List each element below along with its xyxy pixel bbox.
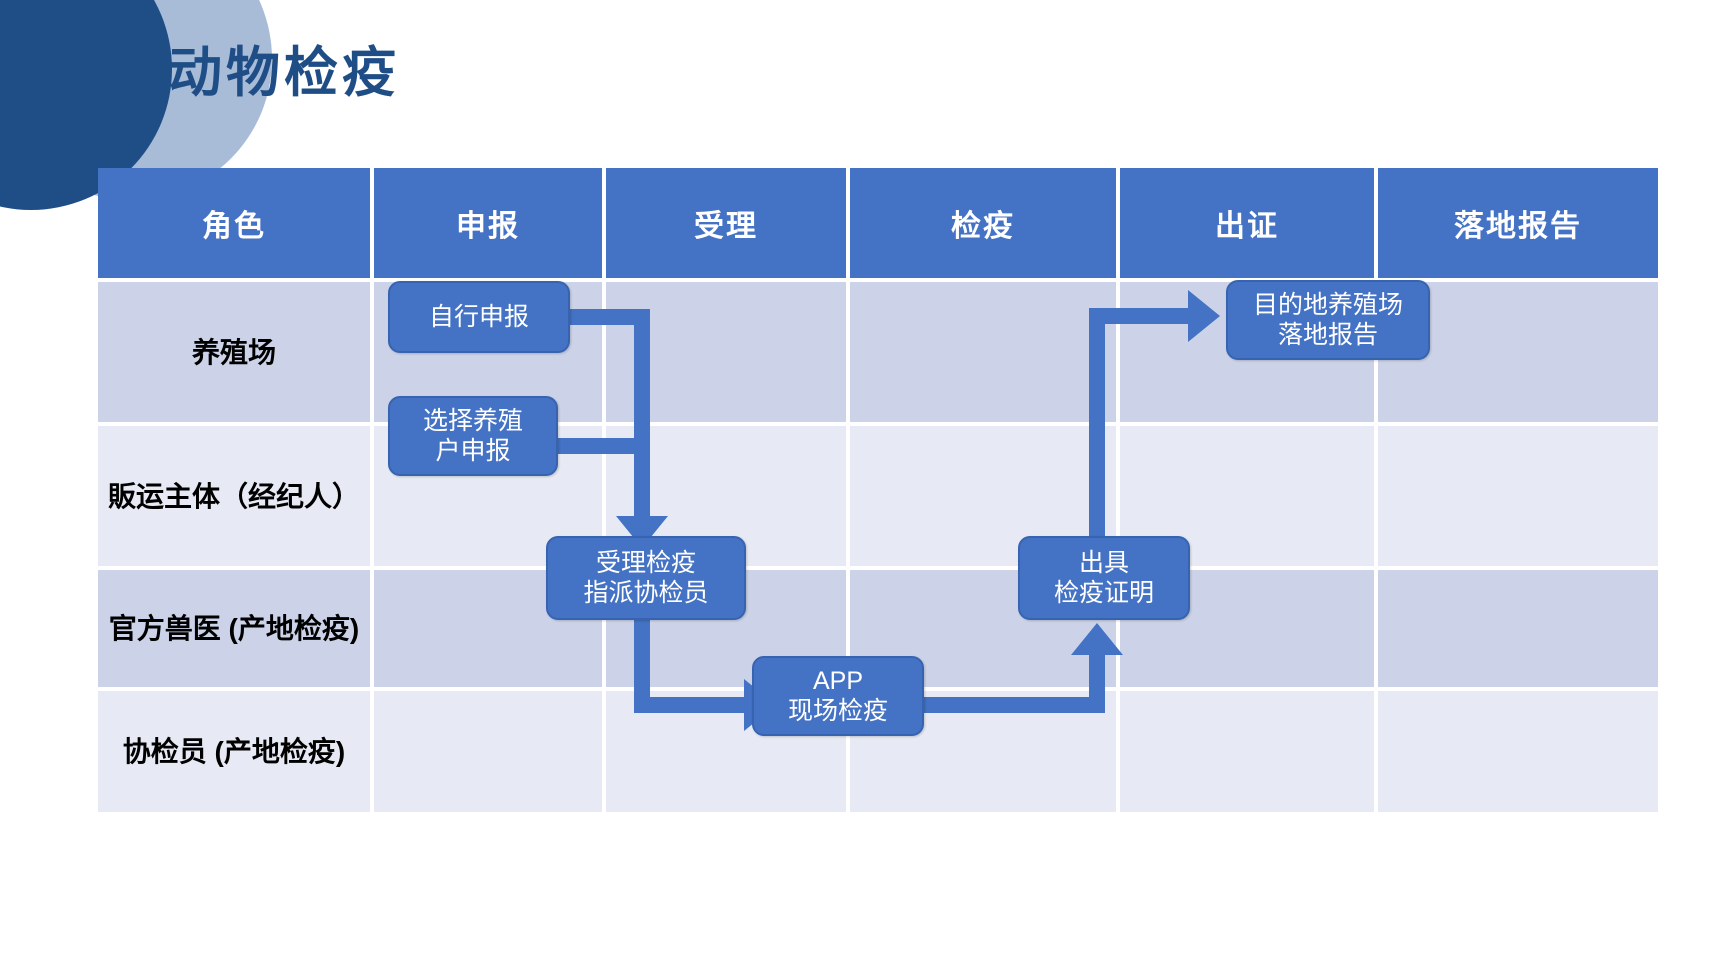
swimlane-matrix: 角色 申报 受理 检疫 出证 落地报告 养殖场 販运主体（经纪人） 官方兽医 (…: [98, 168, 1658, 812]
table-header-certify: 出证: [1120, 168, 1374, 278]
cell-broker-arrival: [1378, 426, 1658, 566]
arrowhead-to-certify: [1071, 623, 1123, 655]
connector-accept-down: [634, 616, 650, 713]
connector-certify-up: [1089, 653, 1105, 713]
connector-certify-up-trunk: [1089, 308, 1105, 536]
arrowhead-to-arrival: [1188, 290, 1220, 342]
table-header-arrival: 落地报告: [1378, 168, 1658, 278]
table-header-declare: 申报: [374, 168, 602, 278]
process-box-accept-assign[interactable]: 受理检疫 指派协检员: [546, 536, 746, 620]
row-label-official-vet: 官方兽医 (产地检疫): [98, 570, 370, 687]
connector-declare-trunk-vertical: [634, 309, 650, 519]
cell-farm-quarantine: [850, 282, 1116, 422]
process-box-issue-certificate[interactable]: 出具 检疫证明: [1018, 536, 1190, 620]
connector-accept-to-app-right: [634, 697, 748, 713]
connector-certify-to-arrival-right: [1089, 308, 1192, 324]
process-box-select-farmer[interactable]: 选择养殖 户申报: [388, 396, 558, 476]
cell-assistant-declare: [374, 691, 602, 812]
cell-assistant-arrival: [1378, 691, 1658, 812]
process-box-self-declare[interactable]: 自行申报: [388, 281, 570, 353]
page-title: 动物检疫: [168, 43, 400, 103]
cell-assistant-certify: [1120, 691, 1374, 812]
table-header-role: 角色: [98, 168, 370, 278]
connector-app-to-certify-right: [916, 697, 1097, 713]
row-label-assistant-inspector: 协检员 (产地检疫): [98, 691, 370, 812]
process-box-app-field-check[interactable]: APP 现场检疫: [752, 656, 924, 736]
row-label-broker: 販运主体（经纪人）: [98, 426, 370, 566]
table-header-quarantine: 检疫: [850, 168, 1116, 278]
table-header-accept: 受理: [606, 168, 846, 278]
cell-vet-arrival: [1378, 570, 1658, 687]
row-label-farm: 养殖场: [98, 282, 370, 422]
process-box-dest-farm-report[interactable]: 目的地养殖场 落地报告: [1226, 280, 1430, 360]
